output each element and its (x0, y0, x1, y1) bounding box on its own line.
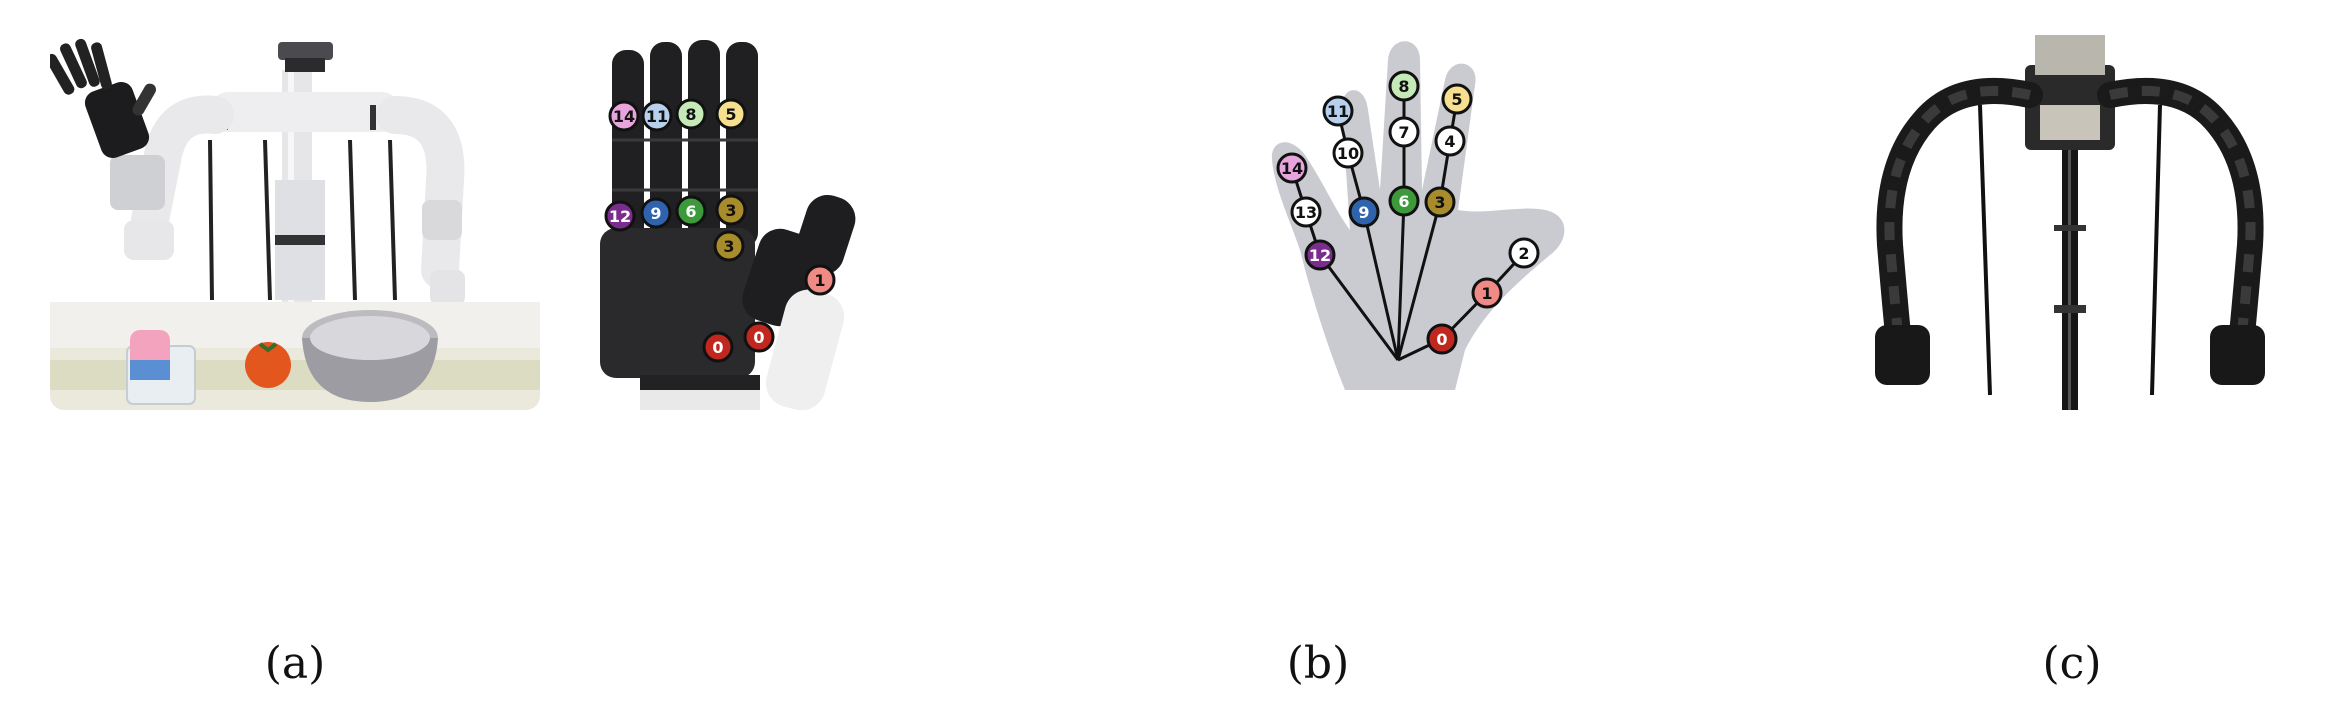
svg-text:1: 1 (814, 271, 825, 290)
keypoint-robot-1: 1 (804, 264, 836, 296)
keypoint-robot-8: 8 (675, 98, 707, 130)
keypoint-robot-6: 6 (675, 195, 707, 227)
keypoint-robot-12: 12 (604, 200, 636, 232)
keypoint-robot-5: 5 (715, 98, 747, 130)
svg-text:8: 8 (685, 105, 696, 124)
panel-b-human-hand: 14 13 12 11 10 9 8 7 6 5 4 3 2 1 0 (1270, 40, 1610, 400)
svg-text:0: 0 (712, 338, 723, 357)
svg-text:5: 5 (725, 105, 736, 124)
svg-text:5: 5 (1451, 90, 1462, 109)
keypoint-robot-0b: 0 (743, 321, 775, 353)
panel-b-robot-hand: 14 11 8 5 12 9 6 3 3 1 0 0 (600, 30, 900, 410)
robot-illustration (50, 30, 540, 410)
panel-a-robot-photo (50, 30, 540, 410)
caption-c: (c) (2042, 638, 2102, 689)
human-hand-diagram: 14 13 12 11 10 9 8 7 6 5 4 3 2 1 0 (1271, 41, 1565, 390)
svg-text:11: 11 (1327, 102, 1349, 121)
keypoint-human-14: 14 (1276, 152, 1308, 184)
keypoint-robot-0a: 0 (702, 331, 734, 363)
svg-text:4: 4 (1444, 132, 1455, 151)
svg-text:0: 0 (1436, 330, 1447, 349)
caption-a: (a) (264, 638, 326, 689)
keypoint-human-12: 12 (1304, 239, 1336, 271)
svg-text:11: 11 (646, 107, 668, 126)
svg-text:12: 12 (609, 207, 631, 226)
svg-text:6: 6 (685, 202, 696, 221)
keypoint-human-0: 0 (1426, 323, 1458, 355)
svg-text:0: 0 (753, 328, 764, 347)
svg-text:8: 8 (1398, 77, 1409, 96)
svg-text:10: 10 (1337, 144, 1359, 163)
keypoint-human-13: 13 (1290, 196, 1322, 228)
svg-text:14: 14 (1281, 159, 1303, 178)
keypoint-robot-3a: 3 (715, 194, 747, 226)
left-robot-hand (50, 38, 156, 159)
svg-text:6: 6 (1398, 192, 1409, 211)
keypoint-human-1: 1 (1471, 277, 1503, 309)
svg-text:12: 12 (1309, 246, 1331, 265)
panel-c-exoskeleton-photo (1840, 25, 2300, 415)
keypoint-robot-9: 9 (640, 197, 672, 229)
svg-text:3: 3 (723, 237, 734, 256)
keypoint-human-8: 8 (1388, 70, 1420, 102)
svg-text:9: 9 (650, 204, 661, 223)
svg-text:3: 3 (725, 201, 736, 220)
svg-text:13: 13 (1295, 203, 1317, 222)
robot-hand-keypoints: 14 11 8 5 12 9 6 3 3 1 0 0 (604, 98, 836, 363)
svg-text:7: 7 (1398, 123, 1409, 142)
keypoint-robot-3b: 3 (713, 230, 745, 262)
caption-b: (b) (1286, 638, 1350, 689)
keypoint-human-7: 7 (1388, 116, 1420, 148)
keypoint-human-10: 10 (1332, 137, 1364, 169)
keypoint-human-9: 9 (1348, 196, 1380, 228)
keypoint-human-5: 5 (1441, 83, 1473, 115)
svg-text:3: 3 (1434, 193, 1445, 212)
svg-text:2: 2 (1518, 244, 1529, 263)
exoskeleton-illustration (1875, 35, 2265, 410)
keypoint-robot-11: 11 (641, 100, 673, 132)
svg-text:1: 1 (1481, 284, 1492, 303)
keypoint-human-2: 2 (1508, 237, 1540, 269)
keypoint-robot-14: 14 (608, 100, 640, 132)
keypoint-human-3: 3 (1424, 186, 1456, 218)
keypoint-human-11: 11 (1322, 95, 1354, 127)
svg-text:9: 9 (1358, 203, 1369, 222)
keypoint-human-4: 4 (1434, 125, 1466, 157)
svg-text:14: 14 (613, 107, 635, 126)
keypoint-human-6: 6 (1388, 185, 1420, 217)
